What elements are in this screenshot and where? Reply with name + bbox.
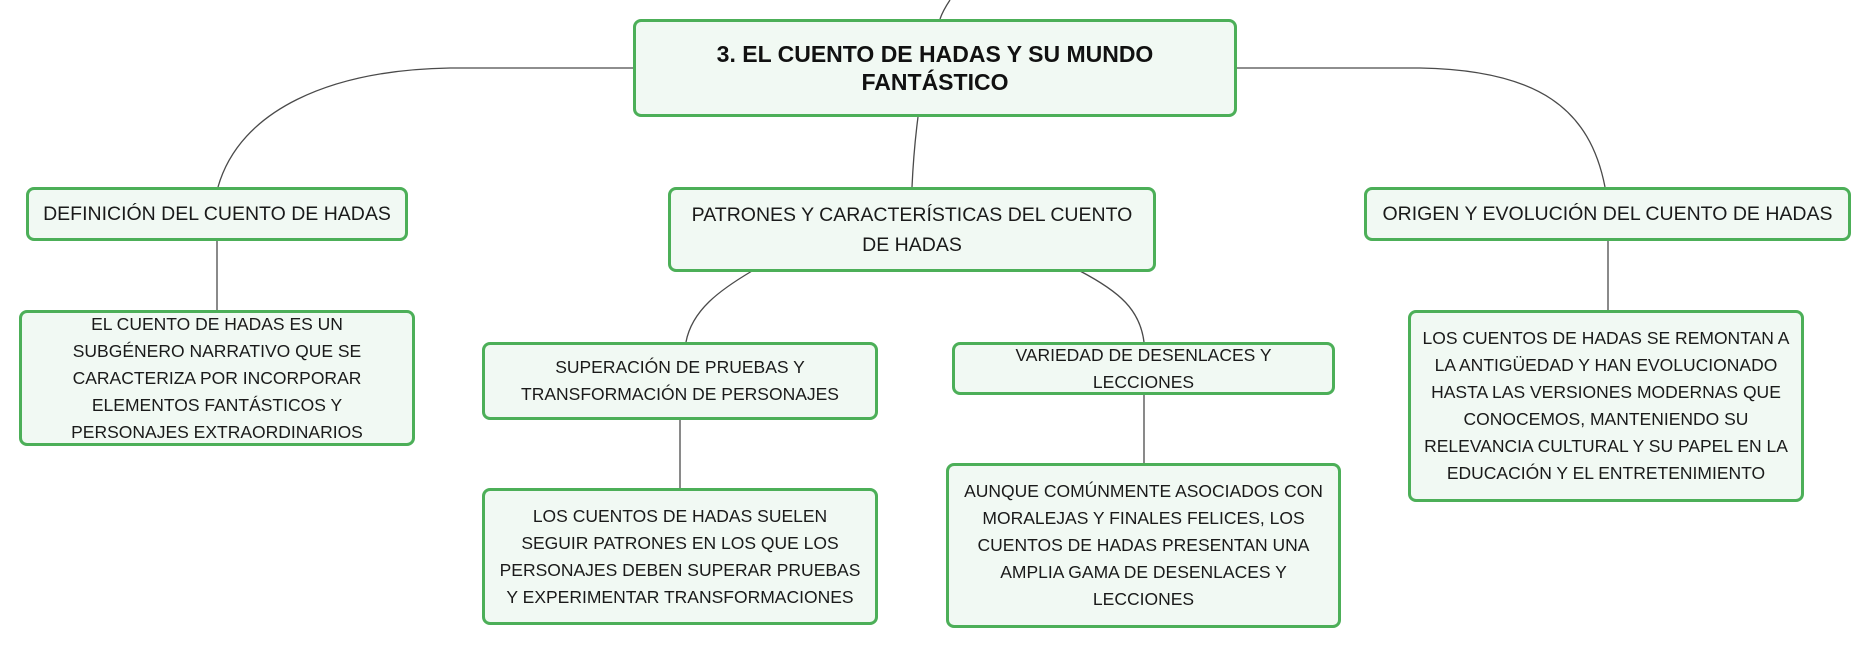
patterns-node-label: PATRONES Y CARACTERÍSTICAS DEL CUENTO DE… <box>691 203 1133 256</box>
trials-detail-text: LOS CUENTOS DE HADAS SUELEN SEGUIR PATRO… <box>499 505 861 607</box>
definition-node[interactable]: DEFINICIÓN DEL CUENTO DE HADAS <box>26 187 408 241</box>
definition-detail-node[interactable]: EL CUENTO DE HADAS ES UN SUBGÉNERO NARRA… <box>19 310 415 446</box>
connector-root-to-origin <box>1236 67 1606 188</box>
origin-detail-node[interactable]: LOS CUENTOS DE HADAS SE REMONTAN A LA AN… <box>1408 310 1804 502</box>
connector-root-to-patterns <box>911 116 919 188</box>
definition-detail-text: EL CUENTO DE HADAS ES UN SUBGÉNERO NARRA… <box>71 313 363 442</box>
origin-detail-text: LOS CUENTOS DE HADAS SE REMONTAN A LA AN… <box>1422 328 1790 483</box>
connector-patterns-to-trials <box>685 270 753 343</box>
connector-parent-to-root <box>939 0 951 20</box>
patterns-node[interactable]: PATRONES Y CARACTERÍSTICAS DEL CUENTO DE… <box>668 187 1156 272</box>
trials-detail-node[interactable]: LOS CUENTOS DE HADAS SUELEN SEGUIR PATRO… <box>482 488 878 625</box>
endings-node-label: VARIEDAD DE DESENLACES Y LECCIONES <box>1015 344 1272 392</box>
endings-node[interactable]: VARIEDAD DE DESENLACES Y LECCIONES <box>952 342 1335 395</box>
root-node-label: 3. EL CUENTO DE HADAS Y SU MUNDO FANTÁST… <box>716 41 1154 95</box>
connector-root-to-definition <box>217 67 634 188</box>
root-node[interactable]: 3. EL CUENTO DE HADAS Y SU MUNDO FANTÁST… <box>633 19 1237 117</box>
origin-node[interactable]: ORIGEN Y EVOLUCIÓN DEL CUENTO DE HADAS <box>1364 187 1851 241</box>
endings-detail-text: AUNQUE COMÚNMENTE ASOCIADOS CON MORALEJA… <box>964 481 1323 609</box>
connector-patterns-to-endings <box>1079 270 1145 343</box>
origin-node-label: ORIGEN Y EVOLUCIÓN DEL CUENTO DE HADAS <box>1382 203 1833 225</box>
endings-detail-node[interactable]: AUNQUE COMÚNMENTE ASOCIADOS CON MORALEJA… <box>946 463 1341 628</box>
trials-node[interactable]: SUPERACIÓN DE PRUEBAS Y TRANSFORMACIÓN D… <box>482 342 878 420</box>
trials-node-label: SUPERACIÓN DE PRUEBAS Y TRANSFORMACIÓN D… <box>521 357 839 404</box>
definition-node-label: DEFINICIÓN DEL CUENTO DE HADAS <box>43 203 391 225</box>
